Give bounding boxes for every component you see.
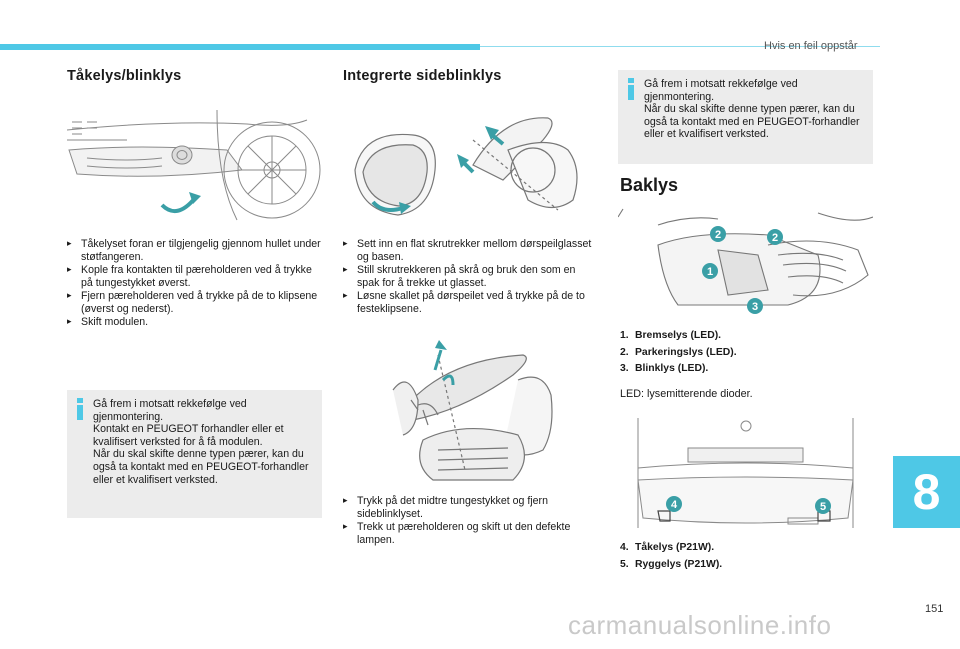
fog-light-steps: ▸Tåkelyset foran er tilgjengelig gjennom… — [67, 238, 322, 329]
rear-light-legend: 1.Bremselys (LED). 2.Parkeringslys (LED)… — [620, 328, 737, 378]
callout-2b — [767, 229, 783, 245]
arrow-bullet-icon: ▸ — [343, 291, 348, 301]
figure-rear-bumper: 4 5 — [618, 418, 873, 528]
callout-2a — [710, 226, 726, 242]
watermark: carmanualsonline.info — [568, 610, 832, 640]
callout-label: 4 — [671, 499, 678, 511]
callout-5 — [815, 498, 831, 514]
title-fog-lights: Tåkelys/blinklys — [67, 68, 182, 84]
info-icon — [628, 78, 634, 100]
arrow-bullet-icon: ▸ — [343, 522, 348, 532]
arrow-bullet-icon: ▸ — [343, 265, 348, 275]
info-icon — [77, 398, 83, 420]
list-item: ▸Still skrutrekkeren på skrå og bruk den… — [343, 264, 576, 289]
list-item: ▸Løsne skallet på dørspeilet ved å trykk… — [343, 290, 585, 315]
list-item: ▸Trykk på det midtre tungestykket og fje… — [343, 495, 548, 520]
list-item: 5.Ryggelys (P21W). — [620, 558, 723, 570]
callout-label: 2 — [772, 232, 778, 244]
list-item: 2.Parkeringslys (LED). — [620, 346, 737, 358]
info-text: Når du skal skifte denne typen pærer, ka… — [93, 448, 309, 486]
callout-label: 3 — [752, 301, 758, 313]
figure-door-mirror — [343, 110, 598, 228]
info-text: Gå frem i motsatt rekkefølge ved gjenmon… — [93, 398, 247, 423]
list-item: 4.Tåkelys (P21W). — [620, 542, 715, 553]
led-note: LED: lysemitterende dioder. — [620, 388, 753, 400]
info-text: Gå frem i motsatt rekkefølge ved gjenmon… — [644, 78, 798, 103]
arrow-bullet-icon: ▸ — [343, 239, 348, 249]
figure-side-indicator — [383, 340, 558, 485]
arrow-bullet-icon: ▸ — [67, 291, 72, 301]
info-text: Når du skal skifte denne typen pærer, ka… — [644, 103, 860, 141]
list-item: 3.Blinklys (LED). — [620, 363, 709, 374]
info-box-mirror: Gå frem i motsatt rekkefølge ved gjenmon… — [618, 70, 873, 164]
arrow-bullet-icon: ▸ — [67, 317, 72, 327]
callout-label: 5 — [820, 501, 826, 513]
title-rear-lights: Baklys — [620, 175, 679, 195]
callout-label: 1 — [707, 266, 713, 278]
callout-label: 2 — [715, 229, 721, 241]
callout-4 — [666, 496, 682, 512]
title-side-indicators: Integrerte sideblinklys — [343, 68, 502, 84]
mirror-steps: ▸Sett inn en flat skrutrekker mellom dør… — [343, 238, 598, 316]
arrow-bullet-icon: ▸ — [67, 239, 72, 249]
page-number: 151 — [925, 603, 944, 615]
list-item: ▸Trekk ut pæreholderen og skift ut den d… — [343, 521, 571, 546]
info-text: Kontakt en PEUGEOT forhandler eller et k… — [93, 423, 284, 448]
list-item: ▸Sett inn en flat skrutrekker mellom dør… — [343, 238, 592, 263]
arrow-bullet-icon: ▸ — [343, 496, 348, 506]
figure-front-fog-light — [67, 110, 322, 228]
section-header: Hvis en feil oppstår — [764, 40, 858, 52]
list-item: ▸Tåkelyset foran er tilgjengelig gjennom… — [67, 238, 321, 263]
list-item: ▸Kople fra kontakten til pæreholderen ve… — [67, 264, 312, 289]
list-item: ▸Skift modulen. — [67, 316, 149, 328]
list-item: 1.Bremselys (LED). — [620, 330, 722, 341]
callout-1 — [702, 263, 718, 279]
header-rule — [480, 46, 880, 47]
info-box-fog-lights: Gå frem i motsatt rekkefølge ved gjenmon… — [67, 390, 322, 518]
list-item: ▸Fjern pæreholderen ved å trykke på de t… — [67, 290, 318, 315]
figure-rear-light-cluster: 2 2 1 3 — [618, 205, 873, 320]
arrow-bullet-icon: ▸ — [67, 265, 72, 275]
indicator-steps: ▸Trykk på det midtre tungestykket og fje… — [343, 495, 598, 547]
chapter-tab: 8 — [893, 456, 960, 528]
header-accent-bar — [0, 44, 480, 50]
bumper-light-legend: 4.Tåkelys (P21W). 5.Ryggelys (P21W). — [620, 540, 722, 573]
callout-3 — [747, 298, 763, 314]
